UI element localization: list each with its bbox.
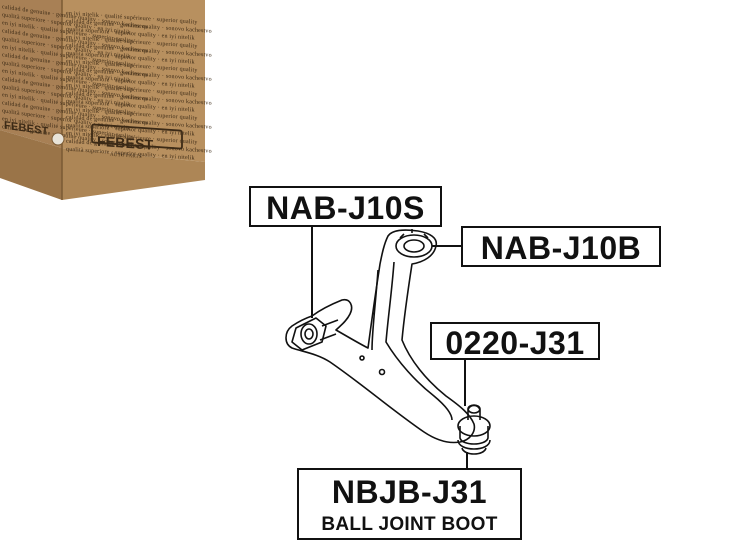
- box-seal-icon: [51, 132, 65, 146]
- part-label-nbjb-j31: NBJB-J31 BALL JOINT BOOT: [297, 468, 522, 540]
- leader-lines: [311, 227, 468, 468]
- box-brand-front: FEBEST: [97, 133, 154, 153]
- box-print-lines: en iyi nitelik · qualité supérieure · su…: [2, 4, 212, 161]
- part-code: NAB-J10B: [480, 230, 642, 266]
- part-code: 0220-J31: [445, 325, 585, 361]
- part-label-0220-j31: 0220-J31: [430, 322, 600, 360]
- part-code: NBJB-J31: [331, 474, 488, 510]
- box-tagline: AUTO PARTS: [110, 153, 142, 160]
- part-label-nab-j10b: NAB-J10B: [461, 226, 661, 267]
- product-box-image: en iyi nitelik · qualité supérieure · su…: [0, 0, 212, 200]
- control-arm-drawing: [285, 229, 491, 455]
- part-description: BALL JOINT BOOT: [321, 514, 498, 535]
- part-code: NAB-J10S: [266, 190, 425, 226]
- part-label-nab-j10s: NAB-J10S: [249, 186, 442, 227]
